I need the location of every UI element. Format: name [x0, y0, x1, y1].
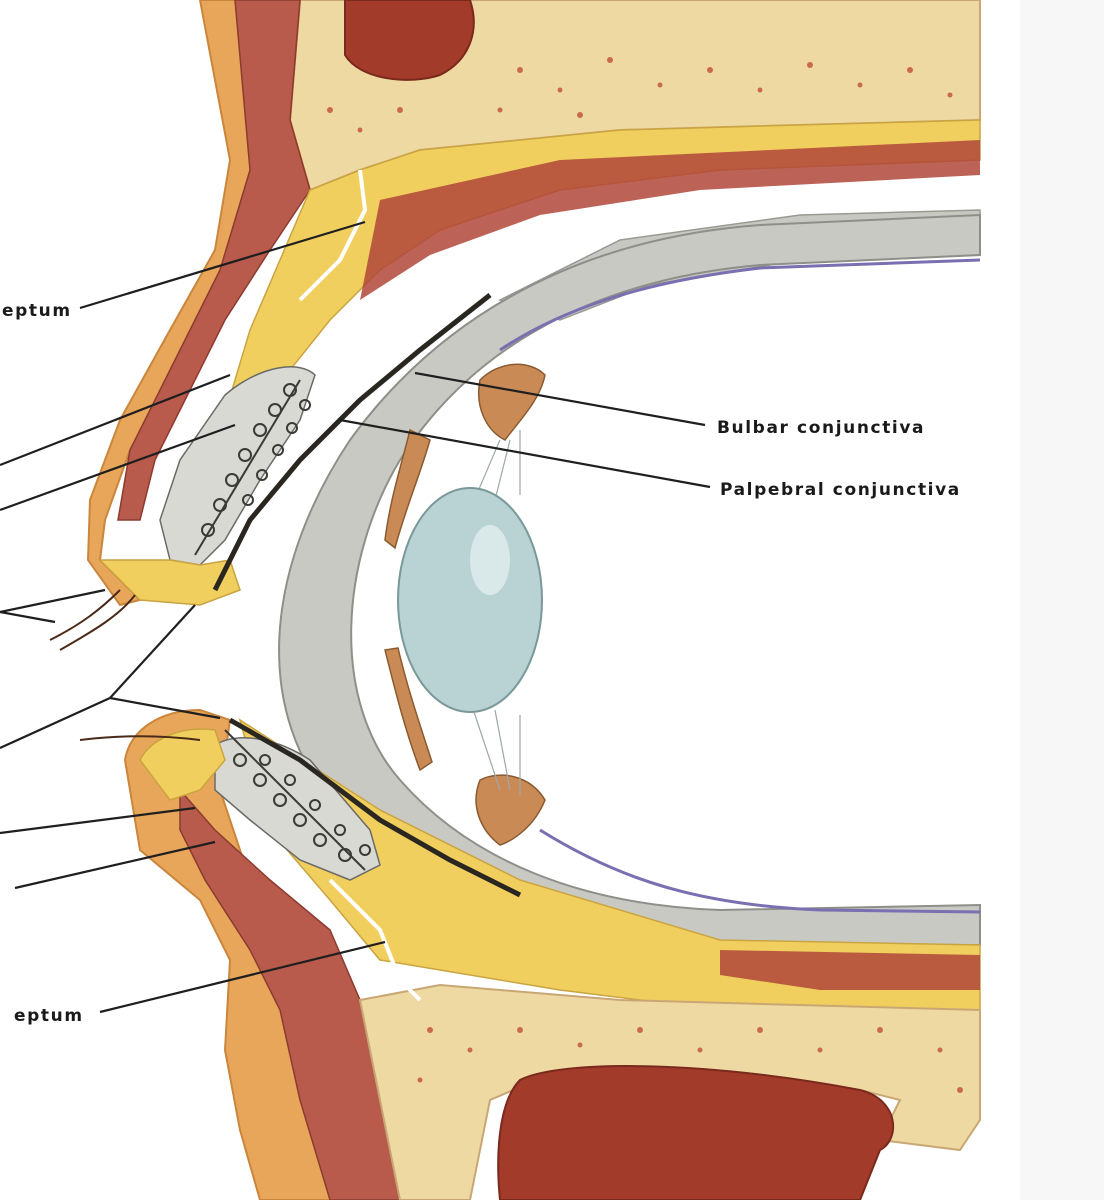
lower-bone-texture	[417, 1027, 963, 1093]
leader-lines	[0, 220, 711, 1014]
leader-palpebral	[339, 418, 711, 489]
lower-conjunctiva-line	[228, 717, 522, 898]
lower-orbicularis-muscle	[179, 788, 401, 1200]
leader-lower-1	[0, 806, 196, 835]
lower-meibomian-glands	[224, 729, 371, 871]
lens	[397, 487, 543, 713]
leader-upper-2	[0, 423, 236, 512]
upper-lid-margin	[98, 559, 241, 606]
label-bulbar-conjunctiva: Bulbar conjunctiva	[717, 418, 925, 438]
upper-bone-texture	[327, 57, 953, 133]
label-upper-septum: eptum	[2, 301, 72, 321]
leader-upper-septum	[79, 220, 366, 310]
iris-lower	[384, 647, 433, 772]
levator-muscle	[360, 140, 980, 300]
lens-highlight	[470, 525, 510, 595]
lower-orbital-septum-line	[328, 878, 422, 1002]
upper-orbicularis-muscle	[117, 0, 311, 521]
leader-bulbar	[414, 371, 706, 427]
leader-upper-1	[0, 373, 231, 467]
right-margin-strip	[1020, 0, 1104, 1200]
leader-lashes-a	[0, 588, 106, 614]
upper-conjunctiva-line	[212, 293, 492, 592]
leader-lower-2	[14, 840, 216, 890]
lower-bone	[358, 983, 981, 1200]
leader-lower-septum	[99, 940, 386, 1014]
choroid-upper	[499, 258, 981, 352]
leader-lashes-b	[0, 610, 56, 624]
label-palpebral-conjunctiva: Palpebral conjunctiva	[720, 480, 961, 500]
ciliary-body-upper	[478, 363, 546, 441]
upper-eyelashes	[49, 589, 136, 651]
maxillary-sinus	[497, 1065, 894, 1200]
label-lower-septum: eptum	[14, 1006, 84, 1026]
leader-margin-c	[109, 696, 221, 720]
leader-margin-b	[109, 604, 196, 699]
ciliary-body-lower	[475, 774, 546, 846]
choroid-lower	[539, 828, 981, 914]
frontal-sinus	[344, 0, 475, 81]
leader-margin-a	[0, 696, 111, 750]
lower-lid-margin	[139, 728, 226, 801]
upper-meibomian-glands	[194, 379, 311, 556]
lower-eyelash	[79, 735, 201, 741]
inferior-rectus	[720, 950, 980, 990]
upper-orbital-septum-line	[298, 169, 368, 302]
iris-upper	[384, 428, 431, 550]
